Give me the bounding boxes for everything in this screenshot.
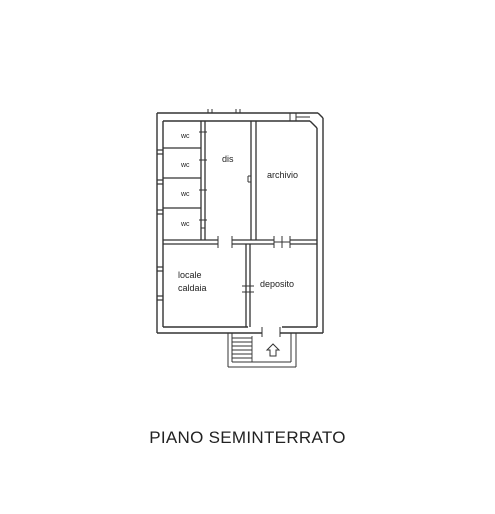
room-label-wc-3: wc [180, 191, 190, 198]
room-label-caldaia: caldaia [178, 283, 207, 293]
door-marks [199, 131, 291, 337]
stairs-icon [232, 336, 253, 362]
room-label-dis: dis [222, 154, 234, 164]
room-label-archivio: archivio [267, 170, 298, 180]
left-window-marks [157, 149, 163, 301]
interior-walls [163, 121, 317, 327]
room-label-locale: locale [178, 270, 202, 280]
entrance-arrow-icon [265, 343, 281, 357]
floor-caption: PIANO SEMINTERRATO [149, 428, 346, 447]
room-label-deposito: deposito [260, 279, 294, 289]
room-label-wc-1: wc [180, 133, 190, 140]
room-label-wc-4: wc [180, 221, 190, 228]
room-label-wc-2: wc [180, 162, 190, 169]
top-window-marks [207, 109, 310, 121]
